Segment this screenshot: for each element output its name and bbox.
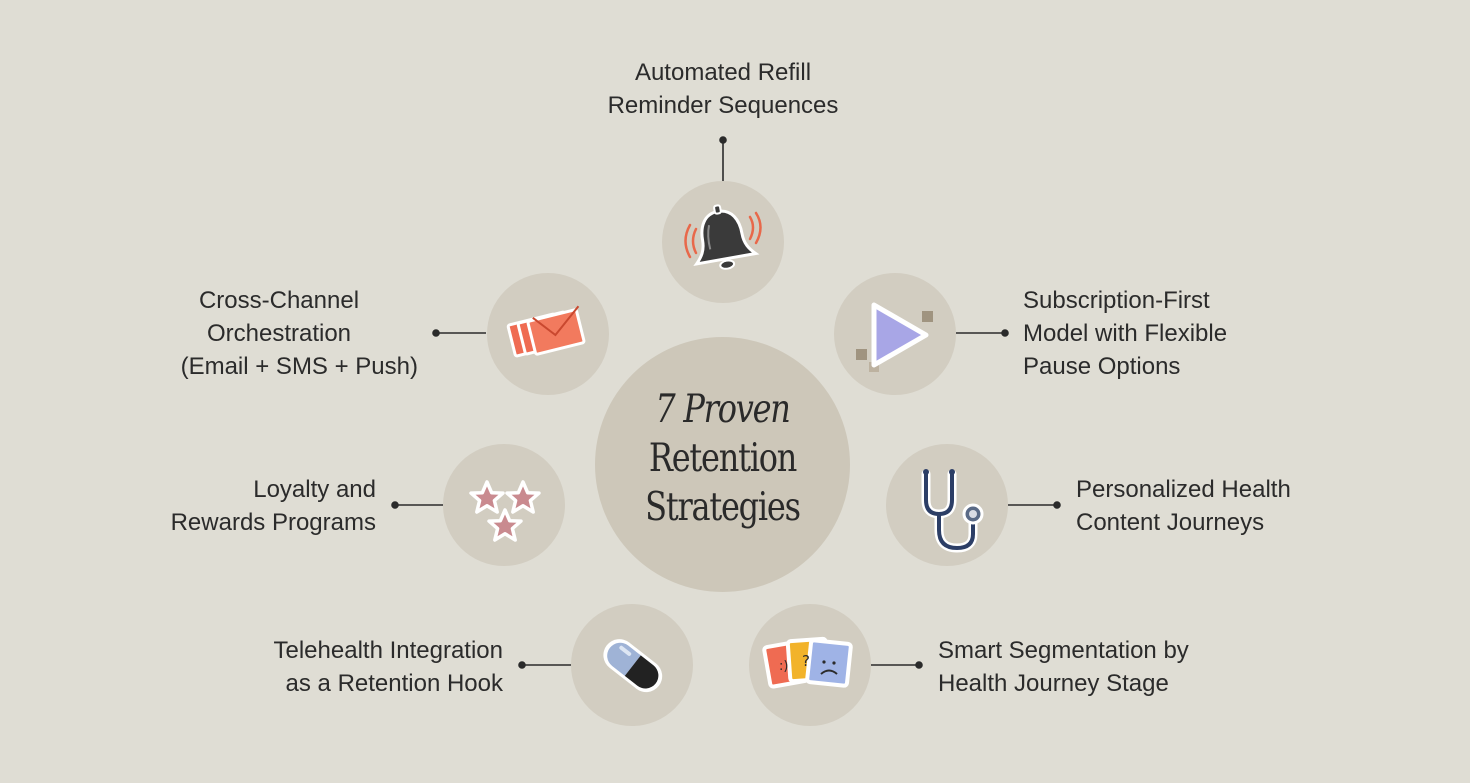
node-cross-channel (487, 273, 609, 395)
label-cross-channel-line3: (Email + SMS + Push) (140, 350, 418, 383)
svg-text:?: ? (802, 652, 810, 670)
node-segmentation: :) ? (749, 604, 871, 726)
stethoscope-icon (886, 444, 1008, 566)
connector-dot-crosschannel (433, 330, 439, 336)
pill-icon (571, 604, 693, 726)
label-segmentation-line1: Smart Segmentation by (938, 634, 1189, 667)
node-subscription (834, 273, 956, 395)
play-icon (834, 273, 956, 395)
envelopes-icon (487, 273, 609, 395)
connector-dot-segmentation (916, 662, 922, 668)
label-refill-line2: Reminder Sequences (585, 89, 861, 122)
label-segmentation-line2: Health Journey Stage (938, 667, 1189, 700)
label-telehealth-line1: Telehealth Integration (200, 634, 503, 667)
center-title: 7 Proven Retention Strategies (618, 385, 827, 532)
label-loyalty: Loyalty and Rewards Programs (120, 473, 376, 539)
center-title-line2: Retention (618, 434, 827, 483)
label-telehealth-line2: as a Retention Hook (200, 667, 503, 700)
node-loyalty (443, 444, 565, 566)
node-telehealth (571, 604, 693, 726)
stars-icon (443, 444, 565, 566)
label-subscription-line3: Pause Options (1023, 350, 1227, 383)
connector-dot-content (1054, 502, 1060, 508)
connector-dot-refill (720, 137, 726, 143)
label-refill-line1: Automated Refill (585, 56, 861, 89)
label-loyalty-line2: Rewards Programs (120, 506, 376, 539)
center-title-line1: 7 Proven (618, 385, 827, 434)
label-subscription: Subscription-First Model with Flexible P… (1023, 284, 1227, 383)
label-health-content: Personalized Health Content Journeys (1076, 473, 1291, 539)
connector-dot-telehealth (519, 662, 525, 668)
label-loyalty-line1: Loyalty and (120, 473, 376, 506)
label-subscription-line1: Subscription-First (1023, 284, 1227, 317)
connector-dot-subscription (1002, 330, 1008, 336)
bell-icon (662, 181, 784, 303)
label-cross-channel-line2: Orchestration (140, 317, 418, 350)
label-health-content-line1: Personalized Health (1076, 473, 1291, 506)
label-health-content-line2: Content Journeys (1076, 506, 1291, 539)
center-title-line3: Strategies (618, 483, 827, 532)
label-cross-channel: Cross-Channel Orchestration (Email + SMS… (140, 284, 418, 383)
node-refill-reminders (662, 181, 784, 303)
label-segmentation: Smart Segmentation by Health Journey Sta… (938, 634, 1189, 700)
connector-dot-loyalty (392, 502, 398, 508)
label-subscription-line2: Model with Flexible (1023, 317, 1227, 350)
label-refill-reminders: Automated Refill Reminder Sequences (585, 56, 861, 122)
node-health-content (886, 444, 1008, 566)
label-cross-channel-line1: Cross-Channel (140, 284, 418, 317)
label-telehealth: Telehealth Integration as a Retention Ho… (200, 634, 503, 700)
mood-cards-icon: :) ? (749, 604, 871, 726)
svg-text::): :) (779, 659, 788, 674)
